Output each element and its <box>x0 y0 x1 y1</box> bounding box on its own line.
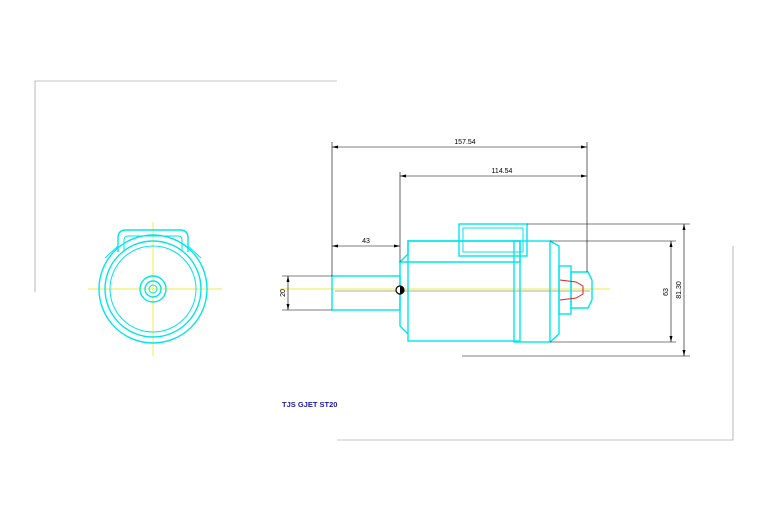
sheet-frame <box>34 80 734 441</box>
dimensions <box>282 142 690 357</box>
dim-overall-height: 81.30 <box>676 281 683 299</box>
dim-shank-diameter: 20 <box>280 289 287 297</box>
dim-body-diameter: 63 <box>663 288 670 296</box>
side-view <box>280 223 610 343</box>
end-view <box>88 222 222 356</box>
dim-shank-length: 43 <box>362 238 370 245</box>
dim-overall-length: 157.54 <box>454 139 476 146</box>
dim-body-length: 114.54 <box>492 168 513 175</box>
drawing-title: TJS GJET ST20 <box>282 400 337 409</box>
